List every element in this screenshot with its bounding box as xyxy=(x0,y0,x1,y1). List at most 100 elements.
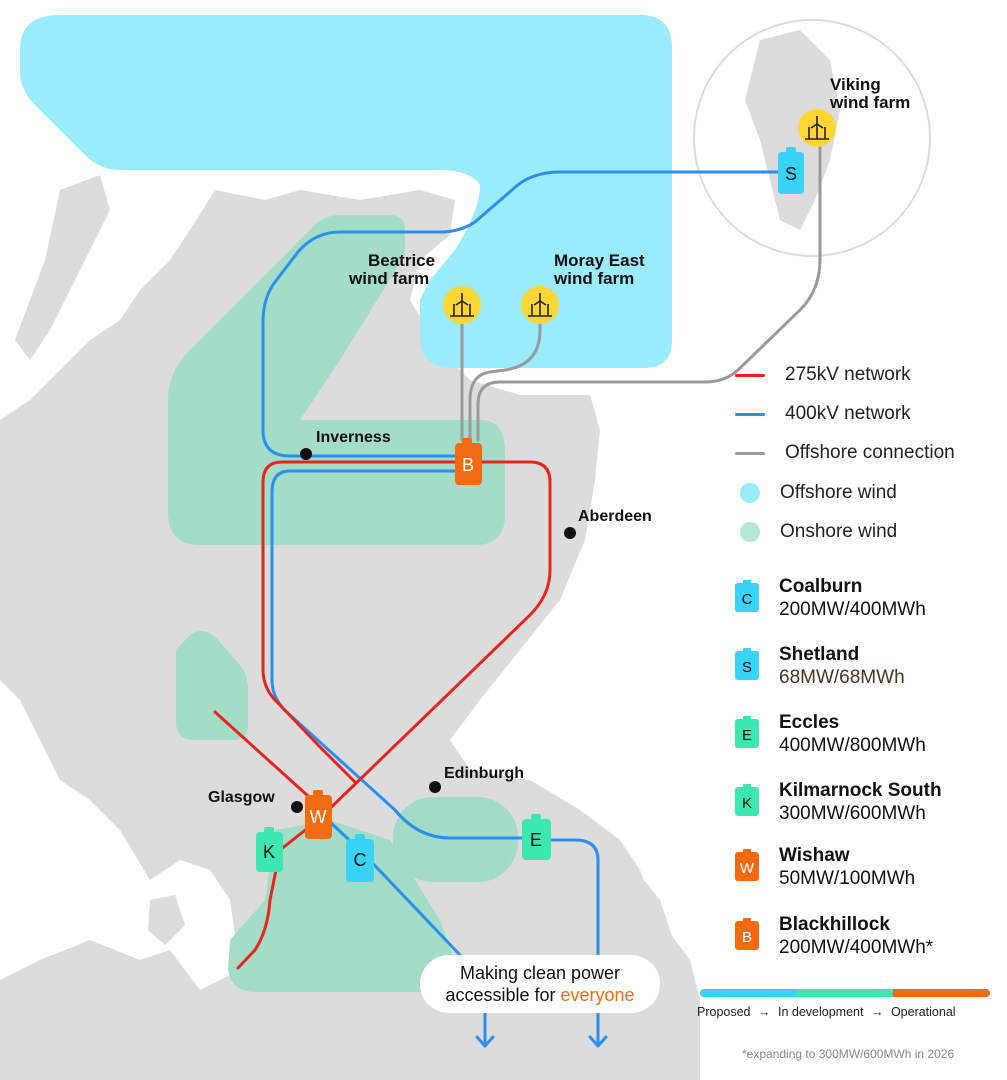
svg-text:C: C xyxy=(354,850,367,870)
beatrice-label-2: wind farm xyxy=(348,269,429,288)
wishaw-battery-badge: W xyxy=(305,790,332,839)
legend-swatch-offshore-connection xyxy=(735,451,765,455)
wind-turbine-icon xyxy=(528,293,552,317)
eccles-battery-badge: E xyxy=(522,814,551,860)
inverness-label: Inverness xyxy=(316,429,391,446)
glasgow-dot xyxy=(291,801,303,813)
legend-swatch-offshore-wind xyxy=(740,483,760,503)
svg-text:K: K xyxy=(263,842,275,862)
battery-icon: C xyxy=(735,580,759,612)
coalburn-battery-badge: C xyxy=(346,834,374,882)
battery-icon: W xyxy=(735,849,759,881)
stage-in-development-label: In development xyxy=(777,1005,864,1019)
shetland-island xyxy=(745,30,840,230)
battery-capacity: 400MW/800MWh xyxy=(779,735,926,756)
blackhillock-east-loop xyxy=(316,460,552,822)
stage-operational-label: Operational xyxy=(890,1005,956,1019)
aberdeen-label: Aberdeen xyxy=(578,508,652,525)
battery-name: Shetland xyxy=(779,644,860,665)
svg-text:S: S xyxy=(785,164,797,184)
beatrice-wind-farm: Beatrice wind farm xyxy=(348,251,481,324)
cities: Inverness Aberdeen Edinburgh Glasgow xyxy=(208,429,652,813)
wind-turbine-icon xyxy=(450,293,474,317)
battery-capacity: 300MW/600MWh xyxy=(779,803,926,824)
shetland-link xyxy=(261,170,792,458)
tagline-callout: Making clean power accessible for everyo… xyxy=(420,955,660,1013)
south-arrow-east xyxy=(588,1035,608,1048)
wind-farms: Viking wind farm Beatrice wind farm Mora… xyxy=(348,75,910,324)
battery-capacity: 200MW/400MWh xyxy=(779,599,926,620)
south-arrow-west xyxy=(475,1035,495,1048)
battery-icon: E xyxy=(735,716,759,748)
legend-label: Offshore wind xyxy=(780,482,897,503)
offshore-connections xyxy=(460,138,822,442)
svg-text:K: K xyxy=(742,795,752,812)
svg-text:C: C xyxy=(742,591,753,608)
wishaw-kilmarnock xyxy=(236,818,320,970)
legend-item-400kv: 400kV network xyxy=(735,402,911,426)
arran xyxy=(148,895,185,945)
edinburgh-dot xyxy=(429,781,441,793)
legend-swatch-onshore-wind xyxy=(740,522,760,542)
legend-label: 400kV network xyxy=(785,403,911,424)
onshore-zone-west xyxy=(176,631,248,740)
legend-label: Onshore wind xyxy=(780,521,898,542)
viking-connection xyxy=(476,138,822,442)
legend-item-onshore-wind: Onshore wind xyxy=(735,520,897,544)
stage-in-development-segment xyxy=(796,989,894,997)
battery-capacity: 50MW/100MWh xyxy=(779,868,916,889)
moray-label-2: wind farm xyxy=(553,269,634,288)
tagline-line-1: Making clean power xyxy=(459,963,621,983)
battery-capacity: 68MW/68MWh xyxy=(779,667,905,688)
stage-proposed-label: Proposed xyxy=(697,1005,751,1019)
svg-text:E: E xyxy=(742,727,752,744)
map-batteries: S B W K C E xyxy=(256,147,804,882)
stage-proposed-segment xyxy=(700,989,797,997)
legend-label: 275kV network xyxy=(785,364,911,385)
moray-label-1: Moray East xyxy=(554,251,645,270)
development-stage-bar xyxy=(700,989,990,997)
stage-labels: Proposed → In development → Operational xyxy=(697,1005,956,1019)
glasgow-west-branch xyxy=(213,710,320,807)
battery-icon: S xyxy=(735,648,759,680)
viking-wind-farm: Viking wind farm xyxy=(798,75,910,147)
battery-name: Eccles xyxy=(779,712,840,733)
footnote: *expanding to 300MW/600MWh in 2026 xyxy=(742,1047,955,1061)
legend-label: Offshore connection xyxy=(785,442,955,463)
svg-text:W: W xyxy=(310,807,327,827)
viking-label-2: wind farm xyxy=(829,93,910,112)
beatrice-label-1: Beatrice xyxy=(368,251,435,270)
inverness-dot xyxy=(300,448,312,460)
battery-icon: K xyxy=(735,784,759,816)
onshore-wind-zones xyxy=(168,215,518,992)
eccles-south-line xyxy=(548,838,600,1047)
legend-item-offshore-wind: Offshore wind xyxy=(735,481,897,505)
battery-icon: B xyxy=(735,918,759,950)
blackhillock-loop xyxy=(261,460,458,784)
shetland-battery-badge: S xyxy=(778,147,804,194)
viking-label-1: Viking xyxy=(830,75,881,94)
western-isles xyxy=(15,175,110,360)
battery-name: Coalburn xyxy=(779,576,863,597)
legend-swatch-400kv xyxy=(735,412,765,416)
mull xyxy=(20,590,95,660)
moray-connection xyxy=(468,303,542,442)
kilmarnock-battery-badge: K xyxy=(256,827,283,872)
battery-name: Blackhillock xyxy=(779,914,890,935)
legend-swatch-275kv xyxy=(735,373,765,377)
arrow-right-icon: → xyxy=(870,1005,884,1019)
stage-operational-segment xyxy=(893,989,990,997)
svg-text:B: B xyxy=(742,929,752,946)
skye xyxy=(80,390,150,460)
network-275kv xyxy=(213,460,552,970)
legend-item-275kv: 275kV network xyxy=(735,363,911,387)
edinburgh-label: Edinburgh xyxy=(444,765,524,782)
tagline-line-2: accessible for everyone xyxy=(445,985,635,1005)
blackhillock-battery-badge: B xyxy=(455,438,482,485)
aberdeen-dot xyxy=(564,527,576,539)
svg-text:E: E xyxy=(530,830,542,850)
svg-text:B: B xyxy=(462,455,474,475)
glasgow-label: Glasgow xyxy=(208,789,275,806)
moray-east-wind-farm: Moray East wind farm xyxy=(521,251,645,324)
arrow-right-icon: → xyxy=(758,1005,771,1019)
